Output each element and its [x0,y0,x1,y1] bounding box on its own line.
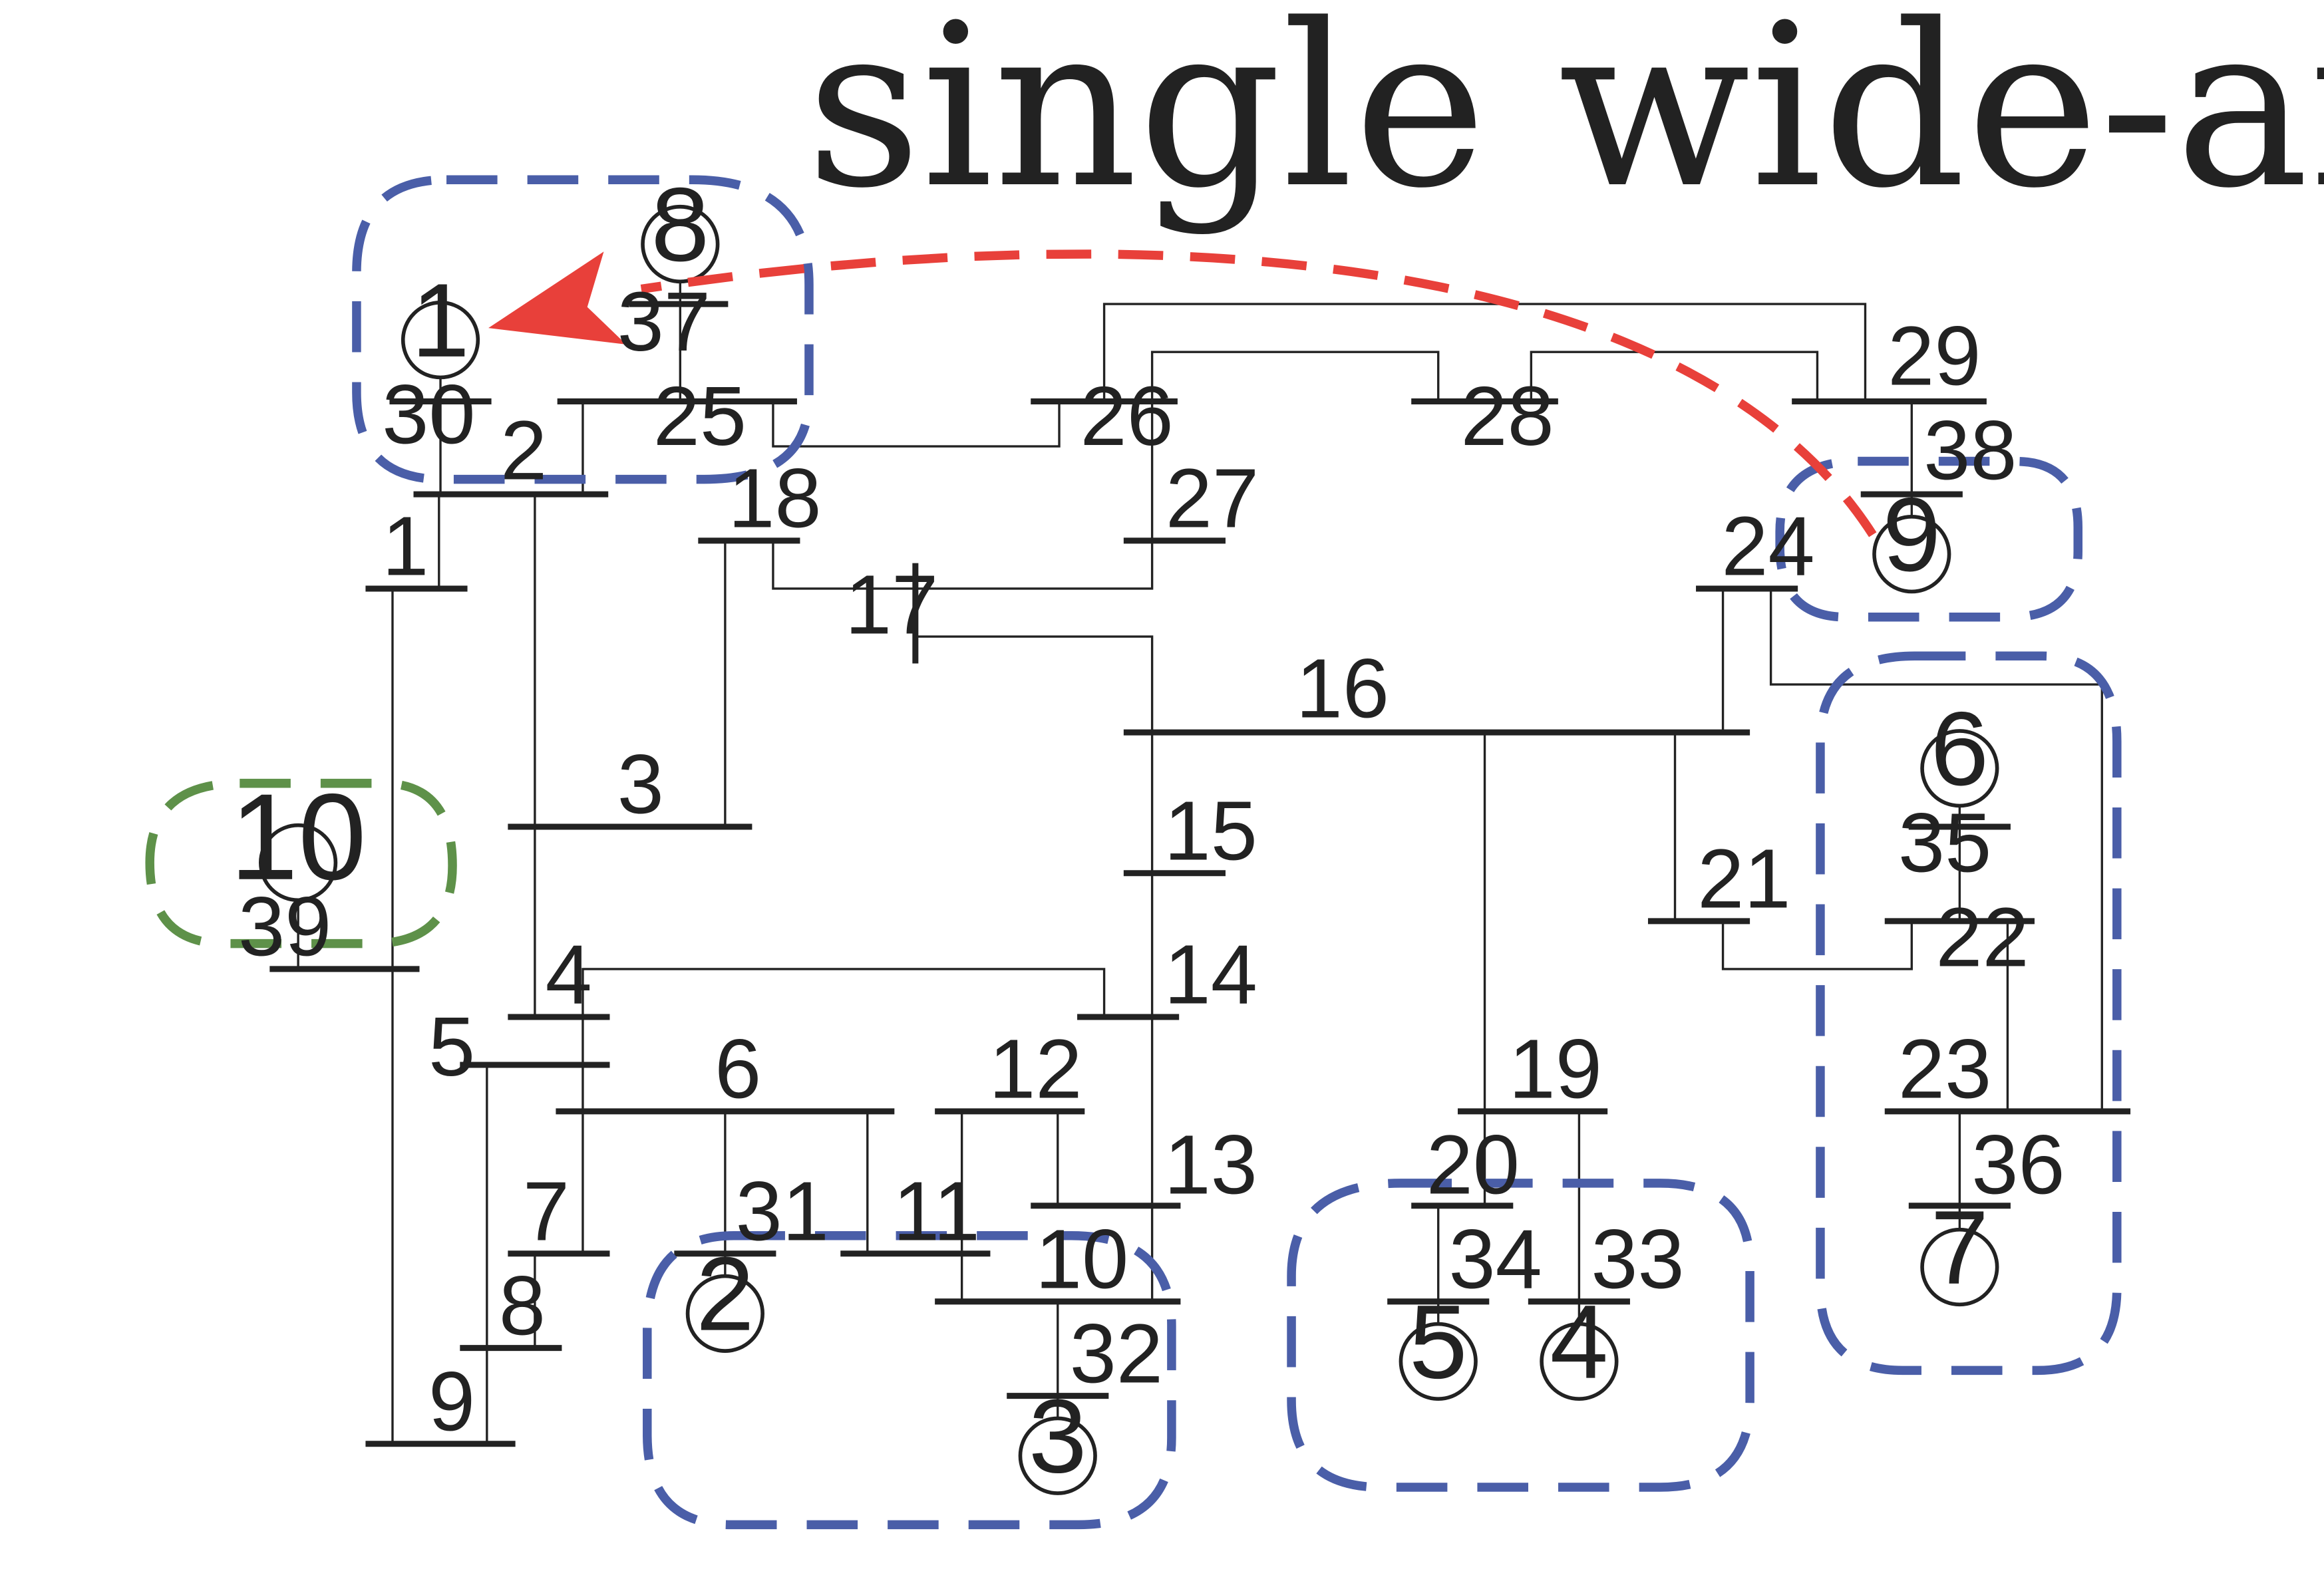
bus-label-30: 30 [382,368,475,462]
generator-6-symbol [1920,729,1999,808]
area-boundary-bottom-center [643,1230,1176,1530]
bus-label-13: 13 [1164,1118,1257,1212]
bus-label-9: 9 [428,1354,475,1448]
bus-label-15: 15 [1164,784,1257,878]
generators [258,204,1999,1495]
generator-labels: 1 8 9 6 7 10 2 3 5 4 [230,166,1989,1495]
area-boundary-bottom-right [1287,1179,1754,1492]
bus-label-19: 19 [1509,1022,1602,1116]
generator-label-2: 2 [696,1236,754,1353]
bus-label-5: 5 [428,1000,475,1093]
bus-label-33: 33 [1591,1213,1684,1306]
bus-labels: 30 25 37 2 26 28 29 38 18 27 17 1 24 16 … [238,275,2065,1449]
generator-3-symbol [1018,1416,1097,1495]
bus-label-21: 21 [1697,832,1790,926]
generator-2-symbol [685,1274,764,1353]
bus-label-8: 8 [499,1258,546,1352]
generator-label-1: 1 [411,262,470,379]
bus-label-35: 35 [1898,796,1991,890]
bus-label-38: 38 [1923,404,2017,498]
bus-label-2: 2 [500,404,547,498]
generator-1-symbol [401,301,480,380]
generator-label-3: 3 [1029,1378,1087,1495]
bus-label-28: 28 [1461,369,1554,463]
bus-label-16: 16 [1296,642,1389,736]
bus-label-29: 29 [1888,309,1981,403]
bus-label-37: 37 [617,275,711,368]
bus-bars [269,301,2131,1447]
bus-label-39: 39 [238,880,331,974]
comm-link-path [640,249,1877,537]
generator-7-symbol [1920,1227,1999,1307]
generator-4-symbol [1540,1322,1619,1401]
bus-label-4: 4 [546,928,592,1022]
bus-label-27: 27 [1166,452,1259,545]
generator-label-9: 9 [1882,476,1941,593]
generator-label-5: 5 [1409,1284,1468,1401]
bus-label-36: 36 [1971,1118,2065,1212]
area-boundary-right [1816,651,2122,1375]
bus-label-25: 25 [653,369,747,463]
bus-label-20: 20 [1426,1118,1520,1212]
generator-label-7: 7 [1931,1189,1989,1306]
bus-label-17: 17 [845,558,938,652]
comm-link [488,249,1877,537]
generator-5-symbol [1399,1322,1478,1401]
bus-label-10: 10 [1035,1213,1128,1306]
generator-label-10: 10 [230,769,366,906]
bus-label-12: 12 [989,1022,1082,1116]
generator-10-symbol [258,823,338,903]
diagram-title: single wide-area comm link [806,0,2324,237]
comm-link-arrowhead [488,251,627,345]
generator-9-symbol [1872,515,1951,594]
bus-label-31: 31 [736,1164,829,1258]
bus-label-18: 18 [728,452,821,545]
bus-label-23: 23 [1898,1022,1991,1116]
area-boundary-top-left [352,175,814,484]
bus-label-14: 14 [1164,928,1257,1022]
bus-label-11: 11 [893,1164,980,1258]
bus-label-22: 22 [1935,890,2029,984]
generator-label-4: 4 [1550,1284,1609,1401]
bus-label-7: 7 [523,1164,570,1258]
area-boundaries [352,175,2122,1530]
bus-label-32: 32 [1070,1306,1163,1400]
generator-label-8: 8 [651,166,709,283]
bus-label-24: 24 [1721,500,1814,593]
generator-8-symbol [641,204,720,284]
bus-label-6: 6 [715,1022,761,1116]
bus-label-34: 34 [1448,1213,1542,1306]
generator-label-6: 6 [1931,690,1989,807]
bus-label-26: 26 [1080,369,1174,463]
bus-label-3: 3 [617,738,664,831]
bus-label-1: 1 [382,500,428,593]
